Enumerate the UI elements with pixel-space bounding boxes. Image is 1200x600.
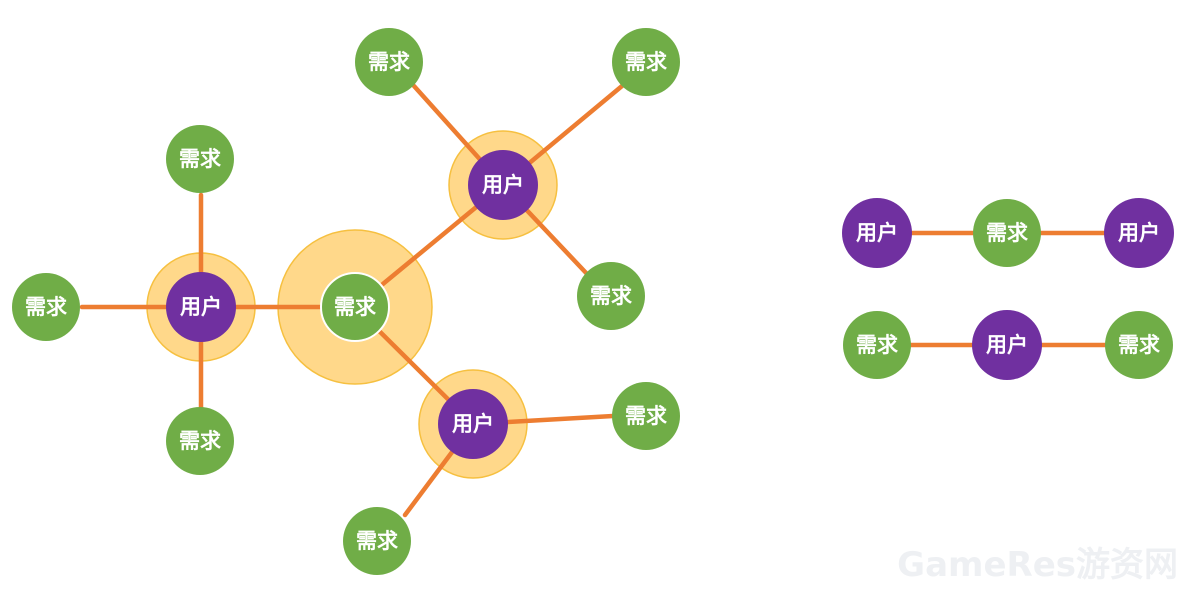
chain1-user-left: 用户	[842, 198, 912, 268]
need-node-bottom-lower-left: 需求	[343, 507, 411, 575]
need-node-top-upper-right: 需求	[612, 28, 680, 96]
node-layer: 需求 需求 需求 用户 需求 需求	[12, 28, 1174, 575]
need-label: 需求	[179, 147, 221, 171]
user-label: 用户	[986, 333, 1028, 357]
chain2-user-middle: 用户	[972, 310, 1042, 380]
need-label: 需求	[334, 295, 376, 319]
need-label: 需求	[25, 295, 67, 319]
need-node-left-bottom: 需求	[166, 407, 234, 475]
user-node-left: 用户	[166, 272, 236, 342]
user-label: 用户	[180, 295, 222, 319]
chain1-user-right: 用户	[1104, 198, 1174, 268]
need-node-left-far: 需求	[12, 273, 80, 341]
need-label: 需求	[179, 429, 221, 453]
user-node-bottom: 用户	[438, 389, 508, 459]
chain2-need-right: 需求	[1105, 311, 1173, 379]
watermark: GameRes游资网	[897, 545, 1178, 585]
need-node-bottom-right: 需求	[612, 382, 680, 450]
user-node-top: 用户	[468, 150, 538, 220]
need-label: 需求	[1118, 333, 1160, 357]
need-label: 需求	[625, 404, 667, 428]
need-label: 需求	[856, 333, 898, 357]
need-node-top-upper-left: 需求	[355, 28, 423, 96]
need-node-top-lower-right: 需求	[577, 262, 645, 330]
need-label: 需求	[356, 529, 398, 553]
need-node-central: 需求	[320, 272, 390, 342]
user-label: 用户	[1118, 221, 1160, 245]
chain2-need-left: 需求	[843, 311, 911, 379]
user-label: 用户	[452, 412, 494, 436]
need-label: 需求	[590, 284, 632, 308]
need-label: 需求	[625, 50, 667, 74]
chain1-need-middle: 需求	[973, 199, 1041, 267]
need-label: 需求	[986, 221, 1028, 245]
need-label: 需求	[368, 50, 410, 74]
user-label: 用户	[856, 221, 898, 245]
user-label: 用户	[482, 173, 524, 197]
need-node-left-top: 需求	[166, 125, 234, 193]
